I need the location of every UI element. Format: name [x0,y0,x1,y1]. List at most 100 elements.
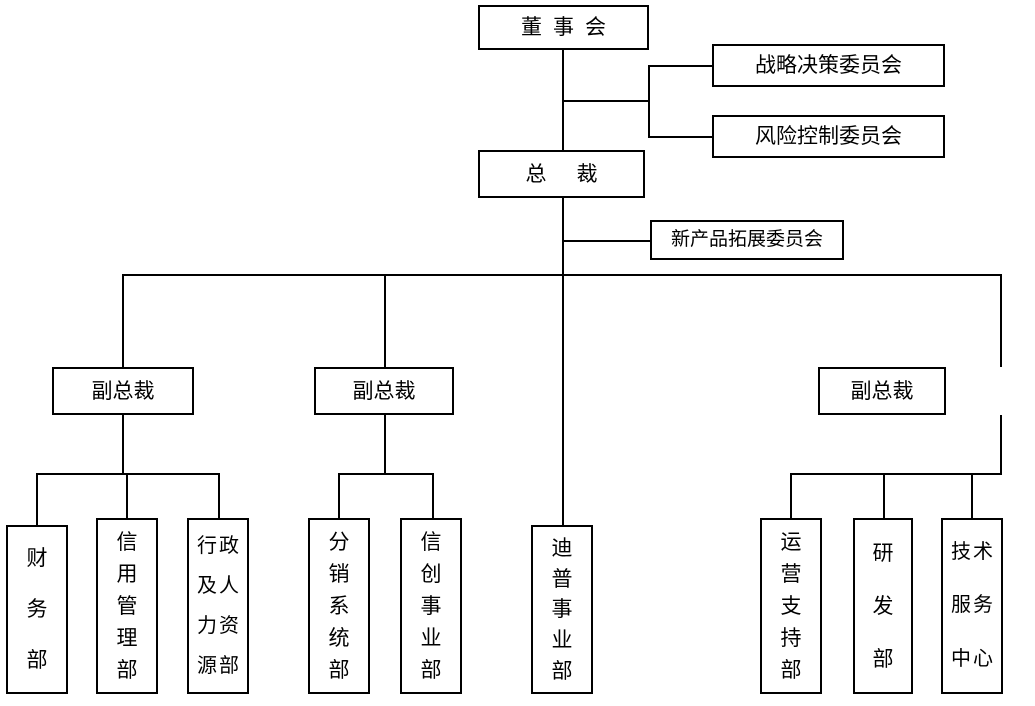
connector-to-risk-committee [648,136,714,138]
char: 财 [26,546,48,571]
char: 业 [420,625,442,650]
connector-to-distribution [338,473,340,525]
node-dept-tech-service[interactable]: 技 术 服 务 中 心 [941,518,1003,694]
char: 部 [26,648,48,673]
char: 中 [951,647,971,670]
char: 部 [780,657,802,682]
node-vp-middle-label: 副总裁 [352,378,416,403]
connector-to-strategy-committee [648,65,714,67]
char: 心 [973,647,993,670]
char: 信 [420,529,442,554]
char: 服 [951,594,971,617]
node-risk-committee-label: 风险控制委员会 [755,124,902,149]
connector-bus-to-vp-middle [384,274,386,367]
node-dept-ops-support[interactable]: 运 营 支 持 部 [760,518,822,694]
node-dept-rnd-label: 研 发 部 [855,520,911,692]
node-dept-credit-mgmt[interactable]: 信 用 管 理 部 [96,518,158,694]
char: 技 [951,541,971,564]
node-dept-distribution[interactable]: 分 销 系 统 部 [308,518,370,694]
node-vp-right-label: 副总裁 [850,378,914,403]
char: 管 [116,593,138,618]
node-vp-left[interactable]: 副总裁 [52,367,194,415]
connector-to-ops-support [790,473,792,525]
connector-to-tech-service [971,473,973,525]
node-president[interactable]: 总裁 [478,150,645,198]
connector-to-finance [36,473,38,525]
node-strategy-committee-label: 战略决策委员会 [755,53,902,78]
connector-vp-left-bus [36,473,220,475]
node-vp-right[interactable]: 副总裁 [818,367,946,415]
node-dept-tech-service-label: 技 术 服 务 中 心 [943,520,1001,692]
connector-committee-bracket [648,65,650,138]
char: 销 [328,561,350,586]
char: 人 [219,574,239,597]
connector-vp-left-drop [122,415,124,474]
char: 发 [872,593,894,618]
connector-vp-right-bus [790,473,1002,475]
char: 运 [780,529,802,554]
node-president-label: 总裁 [525,161,628,186]
connector-board-to-committee-stub [562,100,650,102]
node-vp-middle[interactable]: 副总裁 [314,367,454,415]
char: 部 [872,647,894,672]
char: 部 [219,654,239,677]
char: 分 [328,529,350,554]
node-dept-dptech[interactable]: 迪 普 事 业 部 [531,525,593,694]
char: 力 [197,614,217,637]
connector-to-new-product-committee [562,240,650,242]
node-new-product-committee[interactable]: 新产品拓展委员会 [650,220,844,260]
node-dept-credit-mgmt-label: 信 用 管 理 部 [98,520,156,692]
char: 普 [551,566,573,591]
node-dept-finance[interactable]: 财 务 部 [6,525,68,694]
connector-to-credit-mgmt [126,473,128,525]
char: 部 [551,658,573,683]
node-dept-admin-hr-label: 行 政 及 人 力 资 源 部 [189,520,247,692]
char: 行 [197,534,217,557]
char: 理 [116,625,138,650]
node-vp-left-label: 副总裁 [91,378,155,403]
char: 资 [219,614,239,637]
node-dept-dptech-label: 迪 普 事 业 部 [533,527,591,692]
char: 统 [328,625,350,650]
char: 事 [551,597,573,622]
char: 部 [116,657,138,682]
char: 业 [551,628,573,653]
connector-vp-middle-drop [384,415,386,474]
node-board[interactable]: 董事会 [478,5,649,50]
char: 政 [219,534,239,557]
node-dept-xinchuang-label: 信 创 事 业 部 [402,520,460,692]
connector-bus-to-vp-left [122,274,124,367]
connector-vp-right-drop [1000,415,1002,474]
node-dept-ops-support-label: 运 营 支 持 部 [762,520,820,692]
node-board-label: 董事会 [521,15,617,40]
node-dept-xinchuang[interactable]: 信 创 事 业 部 [400,518,462,694]
node-dept-admin-hr[interactable]: 行 政 及 人 力 资 源 部 [187,518,249,694]
char: 营 [780,561,802,586]
char: 事 [420,593,442,618]
connector-to-admin-hr [218,473,220,525]
char: 术 [973,541,993,564]
char: 务 [973,594,993,617]
char: 及 [197,574,217,597]
char: 务 [26,597,48,622]
char: 创 [420,561,442,586]
node-new-product-committee-label: 新产品拓展委员会 [670,229,823,251]
char: 研 [872,540,894,565]
connector-president-trunk [562,198,564,526]
node-strategy-committee[interactable]: 战略决策委员会 [712,44,945,87]
node-dept-rnd[interactable]: 研 发 部 [853,518,913,694]
char: 部 [328,657,350,682]
connector-vp-middle-bus [338,473,434,475]
node-dept-finance-label: 财 务 部 [8,527,66,692]
node-risk-committee[interactable]: 风险控制委员会 [712,115,945,158]
char: 系 [328,593,350,618]
connector-to-xinchuang [432,473,434,525]
char: 用 [116,561,138,586]
char: 支 [780,593,802,618]
connector-bus-to-vp-right [1000,274,1002,367]
char: 信 [116,529,138,554]
node-dept-distribution-label: 分 销 系 统 部 [310,520,368,692]
connector-to-rnd [883,473,885,525]
char: 迪 [551,536,573,561]
